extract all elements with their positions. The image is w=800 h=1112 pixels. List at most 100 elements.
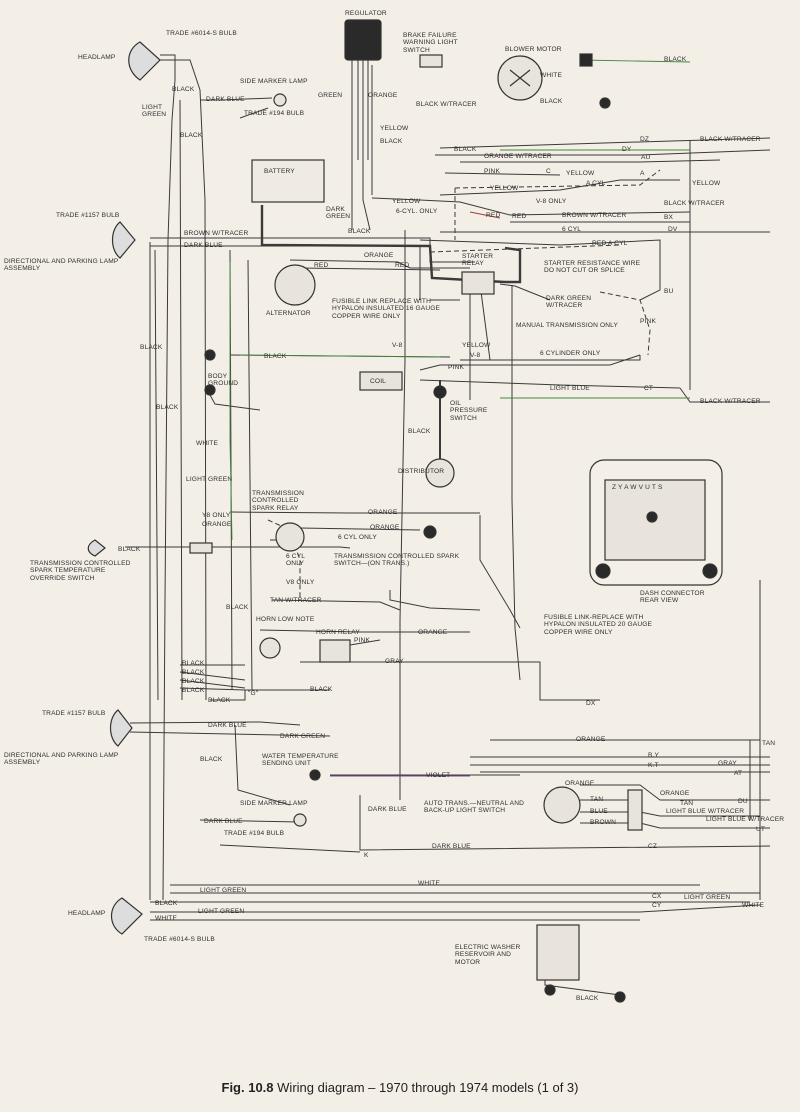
auto-trans-switch: [543, 786, 581, 824]
alternator: [274, 264, 316, 306]
label-k-mark: K: [364, 852, 369, 859]
label-dark-blue-top: DARK BLUE: [206, 96, 245, 103]
label-pink-right: PINK: [640, 318, 656, 325]
wire: [299, 267, 441, 271]
label-kt: K.T: [648, 762, 659, 769]
label-by: B.Y: [648, 752, 660, 759]
direction-lamp-bottom: [109, 709, 133, 747]
label-six-cyl: 6 CYL: [562, 226, 582, 233]
label-violet: VIOLET: [426, 772, 451, 779]
label-washer: ELECTRIC WASHER RESERVOIR AND MOTOR: [455, 944, 521, 966]
label-headlamp-top: HEADLAMP: [78, 54, 116, 61]
wire: [580, 811, 760, 817]
label-trans-spark-relay: TRANSMISSION CONTROLLED SPARK RELAY: [252, 490, 304, 512]
label-pink-coil: PINK: [448, 364, 464, 371]
label-black-reg: BLACK: [380, 138, 403, 145]
wire: [210, 690, 246, 701]
washer: [536, 924, 580, 981]
label-dark-blue-left: DARK BLUE: [184, 242, 223, 249]
wire: [271, 599, 401, 611]
label-blue-auto: BLUE: [590, 808, 608, 815]
wire: [200, 97, 273, 101]
wire: [300, 661, 600, 701]
wire: [160, 54, 176, 901]
starter-relay: [461, 271, 495, 295]
wire: [229, 511, 480, 514]
distributor: [425, 458, 455, 488]
label-green-reg: GREEN: [318, 92, 343, 99]
label-water-temp: WATER TEMPERATURE SENDING UNIT: [262, 753, 339, 768]
label-v8: V-8: [392, 342, 403, 349]
wire: [199, 819, 301, 823]
label-black-blower: BLACK: [664, 56, 687, 63]
label-dark-green-bl: DARK GREEN: [280, 733, 326, 740]
label-dash-letters: Z Y A W V U T S: [612, 484, 663, 491]
wire: [419, 239, 661, 301]
label-yellow-c: YELLOW: [566, 170, 595, 177]
headlamp-bottom: [110, 897, 143, 935]
label-dark-blue-long: DARK BLUE: [432, 843, 471, 850]
label-a-mark: A: [640, 170, 645, 177]
label-trade-194-bottom: TRADE #194 BULB: [224, 830, 285, 837]
label-starter-resistance: STARTER RESISTANCE WIRE DO NOT CUT OR SP…: [544, 260, 641, 275]
wire: [247, 259, 253, 691]
label-light-blue: LIGHT BLUE: [550, 385, 590, 392]
wire: [435, 149, 771, 156]
label-black-tracer-brake: BLACK W/TRACER: [416, 101, 477, 108]
wire: [511, 285, 521, 681]
wire: [129, 721, 301, 726]
label-six-cyl-b: 6 CYL ONLY: [286, 553, 305, 568]
label-black-left-mid: BLACK: [140, 344, 163, 351]
blower-connector: [579, 53, 593, 67]
label-black-hl-1: BLACK: [172, 86, 195, 93]
wire: [679, 387, 770, 403]
label-red-relay: RED: [395, 262, 410, 269]
label-orange-horn: ORANGE: [418, 629, 448, 636]
label-starter-relay: STARTER RELAY: [462, 253, 494, 268]
connector-block: [627, 789, 643, 831]
label-fusible-link-top: FUSIBLE LINK REPLACE WITH HYPALON INSULA…: [332, 298, 441, 320]
label-dash-connector: DASH CONNECTOR REAR VIEW: [640, 590, 705, 605]
label-cz: CZ: [648, 843, 658, 850]
wire: [234, 724, 291, 806]
label-black-dist: BLACK: [408, 428, 431, 435]
label-black-hb: BLACK: [155, 900, 178, 907]
wire: [439, 137, 771, 149]
label-six-cyl-only-mid: 6 CYLINDER ONLY: [540, 350, 601, 357]
figure-title: Wiring diagram – 1970 through 1974 model…: [277, 1080, 579, 1095]
label-orange-mid: ORANGE: [364, 252, 394, 259]
label-dy: DY: [622, 146, 632, 153]
label-orange-relay: ORANGE: [202, 521, 232, 528]
wire: [299, 527, 421, 531]
wire: [419, 354, 641, 371]
label-tan-auto: TAN: [590, 796, 604, 803]
label-tan-bottom: TAN: [762, 740, 776, 747]
label-orange-box: ORANGE: [660, 790, 690, 797]
side-marker-bottom: [293, 813, 307, 827]
label-black-tracer-bx: BLACK W/TRACER: [664, 200, 725, 207]
label-y8-only: Y8 ONLY: [202, 512, 231, 519]
label-gray-horn: GRAY: [385, 658, 404, 665]
label-blower-motor: BLOWER MOTOR: [505, 46, 562, 53]
label-black-bl-side: BLACK: [200, 756, 223, 763]
label-brake-failure: BRAKE FAILURE WARNING LIGHT SWITCH: [403, 32, 458, 54]
label-dv: DV: [668, 226, 678, 233]
wire: [580, 784, 770, 801]
label-cx: CX: [652, 893, 662, 900]
label-du: DU: [738, 798, 748, 805]
figure-caption: Fig. 10.8 Wiring diagram – 1970 through …: [0, 1080, 800, 1095]
label-battery: BATTERY: [264, 168, 295, 175]
headlamp-top: [128, 41, 161, 81]
label-ct: CT: [644, 385, 654, 392]
wire: [439, 179, 680, 196]
label-black-blower-bottom: BLACK: [540, 98, 563, 105]
label-dark-blue-vert: DARK BLUE: [368, 806, 407, 813]
coil: [359, 371, 403, 391]
label-red-a-cyl: RED A CYL: [592, 240, 628, 247]
label-bu: BU: [664, 288, 674, 295]
label-trade-1157-top: TRADE #1157 BULB: [56, 212, 120, 219]
label-dark-blue-bl: DARK BLUE: [208, 722, 247, 729]
wire: [179, 671, 246, 681]
label-v8-b: V-8: [470, 352, 481, 359]
label-black-tracer-far: BLACK W/TRACER: [700, 398, 761, 405]
